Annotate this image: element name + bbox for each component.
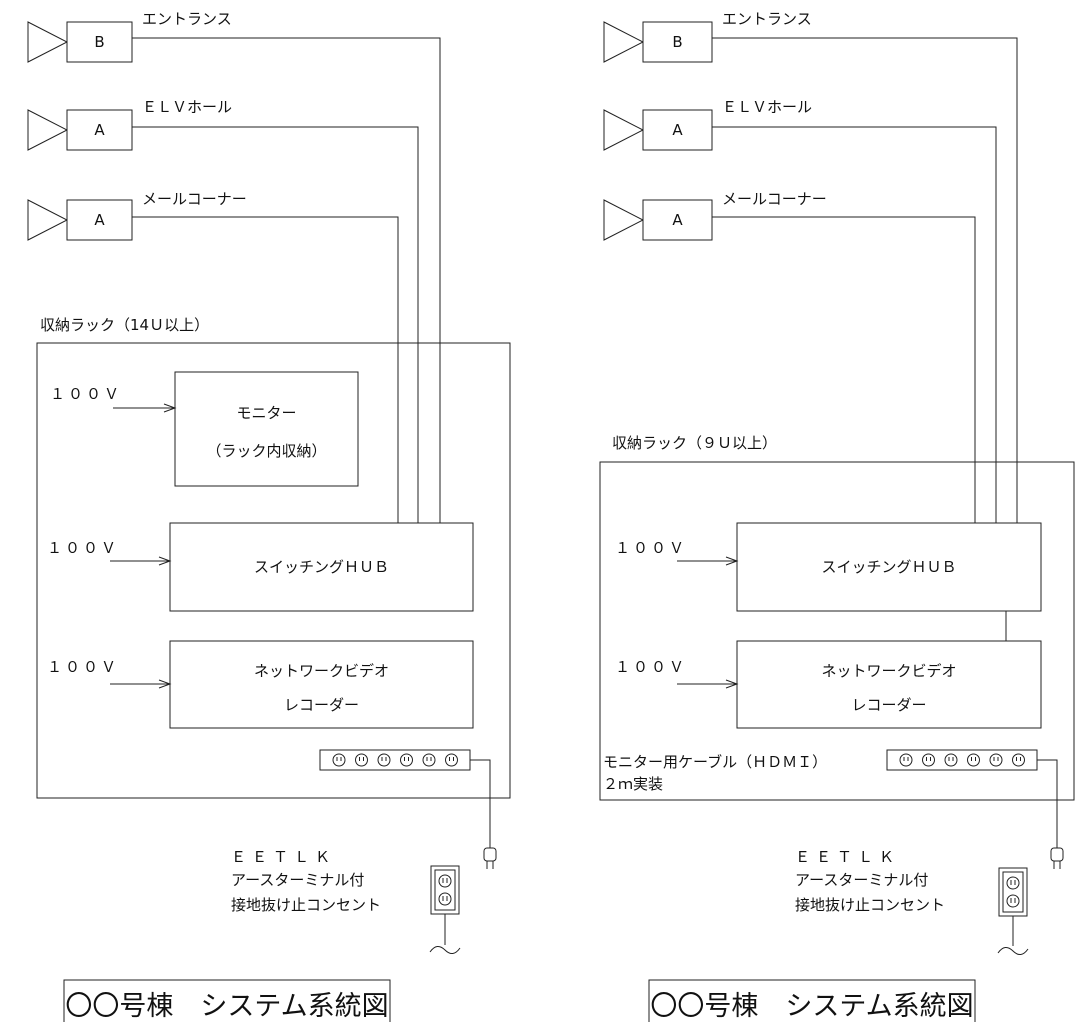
camera-body	[642, 109, 713, 151]
outlet-type-label: 接地抜け止コンセント	[231, 896, 381, 914]
camera-icon	[603, 21, 645, 63]
socket-icon	[967, 753, 980, 767]
monitor: モニター （ラック内収納）	[174, 371, 359, 487]
camera-type-label: A	[94, 211, 105, 229]
switching-hub: スイッチングＨＵＢ	[736, 522, 1042, 612]
socket-icon	[989, 753, 1003, 767]
camera-location-label: エントランス	[722, 10, 812, 28]
power-cord	[1037, 759, 1058, 848]
diagram-right: B エントランス A ＥＬＶホール A メールコーナー 収納ラック（９Ｕ以上） …	[599, 10, 1075, 1022]
monitor-sublabel: （ラック内収納）	[206, 442, 326, 460]
switching-hub: スイッチングＨＵＢ	[169, 522, 474, 612]
camera-icon	[27, 199, 69, 241]
socket-icon	[400, 753, 413, 767]
rack-enclosure	[599, 461, 1075, 801]
camera-entrance: B エントランス	[603, 10, 812, 63]
camera-icon	[603, 199, 645, 241]
hub-label: スイッチングＨＵＢ	[254, 558, 389, 576]
power-cord	[470, 759, 491, 848]
diagram-title: 〇〇号棟 システム系統図	[650, 991, 973, 1022]
outlet-feature-label: アースターミナル付	[231, 871, 364, 889]
camera-body	[66, 199, 133, 241]
network-video-recorder: ネットワークビデオ レコーダー	[169, 640, 474, 729]
plug-icon	[483, 847, 497, 869]
title-box	[63, 979, 391, 1022]
diagram-title: 〇〇号棟 システム系統図	[65, 991, 388, 1022]
recorder-label: ネットワークビデオ	[254, 662, 389, 680]
rack-enclosure	[36, 342, 511, 799]
socket-icon	[922, 753, 935, 767]
hub-label: スイッチングＨＵＢ	[821, 558, 956, 576]
cable-note: モニター用ケーブル（ＨＤＭＩ）	[603, 753, 827, 771]
camera-icon	[603, 109, 645, 151]
monitor-label: モニター	[236, 404, 296, 422]
recorder-sublabel: レコーダー	[851, 696, 926, 714]
socket-icon	[899, 753, 913, 767]
power-strip-icon	[886, 749, 1038, 771]
power-label: １００Ｖ	[615, 658, 687, 676]
socket-icon	[944, 753, 958, 767]
outlet-feature-label: アースターミナル付	[795, 871, 928, 889]
cable-wave-icon	[429, 946, 461, 954]
camera-type-label: B	[94, 33, 104, 51]
camera-cables	[132, 37, 441, 523]
camera-mail-corner: A メールコーナー	[27, 190, 247, 241]
recorder-sublabel: レコーダー	[284, 696, 359, 714]
camera-body	[642, 199, 713, 241]
camera-location-label: ＥＬＶホール	[722, 98, 812, 116]
plug-icon	[1050, 847, 1064, 869]
wall-outlet-icon	[998, 867, 1028, 917]
socket-icon	[332, 753, 346, 767]
camera-body	[642, 21, 713, 63]
camera-cables	[712, 37, 1018, 523]
camera-location-label: メールコーナー	[722, 190, 827, 208]
socket-icon	[445, 753, 458, 767]
camera-entrance: B エントランス	[27, 10, 232, 63]
cable-wave-icon	[997, 947, 1029, 955]
network-video-recorder: ネットワークビデオ レコーダー	[736, 640, 1042, 729]
camera-type-label: A	[672, 121, 683, 139]
camera-icon	[27, 109, 69, 151]
socket-icon	[377, 753, 391, 767]
camera-location-label: メールコーナー	[142, 190, 247, 208]
power-label: １００Ｖ	[50, 385, 122, 403]
outlet-spec-label: ＥＥＴＬＫ	[231, 848, 336, 866]
camera-type-label: B	[672, 33, 682, 51]
power-label: １００Ｖ	[615, 539, 687, 557]
diagram-left: B エントランス A ＥＬＶホール A メールコーナー 収納ラック（14Ｕ以上）	[27, 10, 511, 1022]
outlet-type-label: 接地抜け止コンセント	[795, 896, 945, 914]
rack-label: 収納ラック（９Ｕ以上）	[612, 434, 777, 452]
power-strip-icon	[319, 749, 471, 771]
camera-type-label: A	[672, 211, 683, 229]
socket-icon	[422, 753, 436, 767]
camera-body	[66, 21, 133, 63]
camera-location-label: エントランス	[142, 10, 232, 28]
power-label: １００Ｖ	[47, 539, 119, 557]
camera-mail-corner: A メールコーナー	[603, 190, 827, 241]
camera-body	[66, 109, 133, 151]
outlet-spec-label: ＥＥＴＬＫ	[795, 848, 900, 866]
power-label: １００Ｖ	[47, 658, 119, 676]
camera-elv-hall: A ＥＬＶホール	[27, 98, 232, 151]
title-box	[648, 979, 976, 1022]
cable-note-length: ２ｍ実装	[603, 775, 663, 793]
wall-outlet-icon	[430, 865, 460, 915]
socket-icon	[1012, 753, 1025, 767]
socket-icon	[355, 753, 368, 767]
camera-elv-hall: A ＥＬＶホール	[603, 98, 812, 151]
rack-label: 収納ラック（14Ｕ以上）	[40, 316, 209, 334]
camera-icon	[27, 21, 69, 63]
camera-type-label: A	[94, 121, 105, 139]
camera-location-label: ＥＬＶホール	[142, 98, 232, 116]
recorder-label: ネットワークビデオ	[821, 662, 956, 680]
